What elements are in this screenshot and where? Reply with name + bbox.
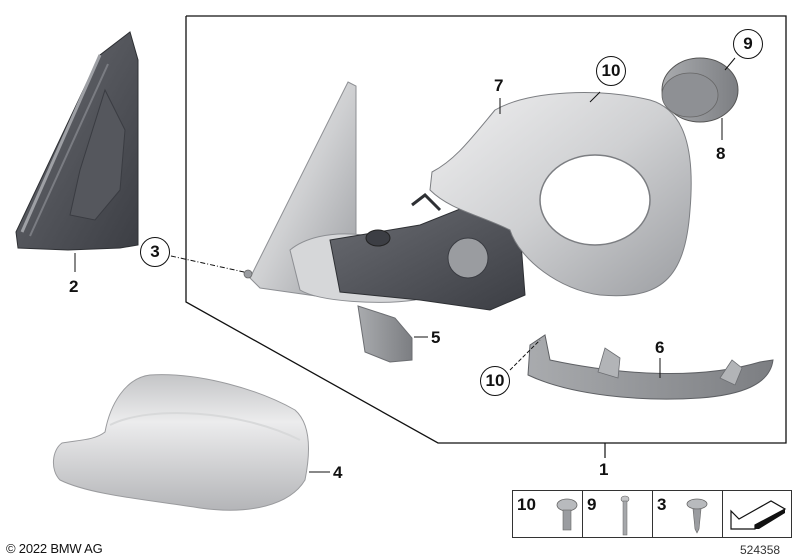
part-5-cover-piece bbox=[357, 305, 428, 363]
assembly-frame bbox=[185, 15, 787, 458]
fastener-cell-orientation bbox=[723, 491, 791, 537]
callout-10-upper: 10 bbox=[596, 56, 626, 86]
torx-pan-head-screw-icon bbox=[556, 498, 578, 531]
copyright-notice: © 2022 BMW AG bbox=[6, 541, 103, 556]
part-6-lower-trim bbox=[509, 334, 774, 400]
fastener-cell-9: 9 bbox=[583, 491, 653, 537]
callout-1: 1 bbox=[599, 460, 609, 479]
callout-9: 9 bbox=[733, 29, 763, 59]
fastener-cell-10: 10 bbox=[513, 491, 583, 537]
callout-6: 6 bbox=[655, 338, 665, 357]
callout-4: 4 bbox=[333, 463, 343, 482]
callout-3-leader bbox=[170, 255, 245, 273]
callout-10-lower: 10 bbox=[480, 366, 510, 396]
fastener-number: 3 bbox=[657, 495, 667, 514]
fastener-cell-3: 3 bbox=[653, 491, 723, 537]
part-8-actuator-motor bbox=[661, 57, 739, 140]
callout-9-number: 9 bbox=[743, 34, 753, 53]
callout-8: 8 bbox=[716, 144, 726, 163]
callout-10-lower-number: 10 bbox=[485, 371, 505, 390]
part-2-triangle-trim bbox=[15, 31, 139, 272]
actuator-mechanism bbox=[329, 193, 526, 311]
callout-7: 7 bbox=[494, 76, 504, 95]
part-7-housing-frame bbox=[429, 91, 692, 297]
callout-5: 5 bbox=[431, 328, 441, 347]
fastener-number: 9 bbox=[587, 495, 597, 514]
part-4-mirror-cap bbox=[53, 374, 330, 511]
callout-3: 3 bbox=[140, 237, 170, 267]
callout-2: 2 bbox=[69, 277, 79, 296]
callout-3-number: 3 bbox=[150, 242, 160, 261]
fastener-number: 10 bbox=[517, 495, 536, 514]
orientation-arrow-icon bbox=[730, 500, 787, 530]
callout-10-upper-number: 10 bbox=[601, 61, 621, 80]
long-pin-screw-icon bbox=[620, 495, 630, 536]
illustration-number: 524358 bbox=[740, 543, 781, 557]
torx-self-tapping-screw-icon bbox=[686, 498, 708, 534]
fastener-legend: 10 9 3 bbox=[512, 490, 792, 538]
